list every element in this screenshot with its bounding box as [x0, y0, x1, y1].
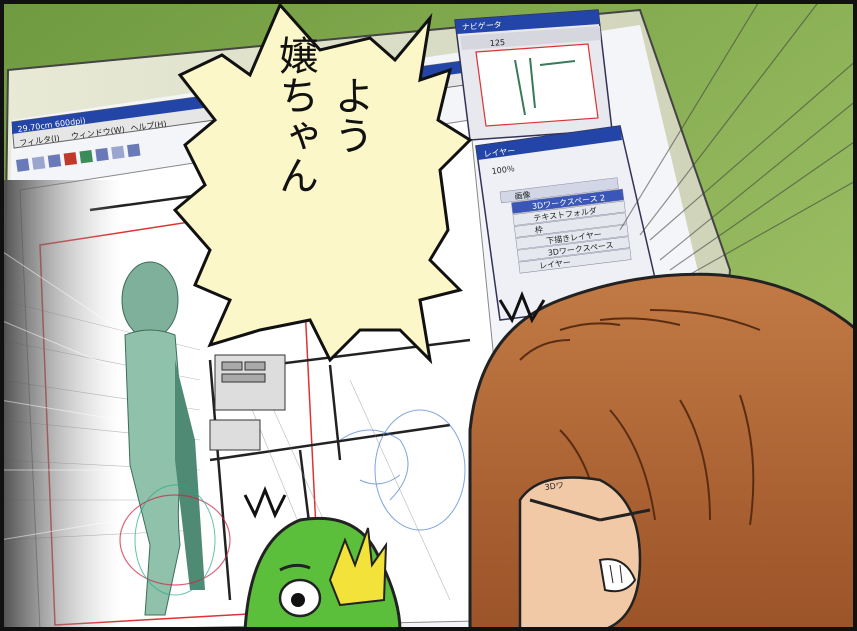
- tool-icon[interactable]: [79, 149, 93, 164]
- speech-text: よう 嬢ちゃん: [272, 35, 373, 195]
- layers-panel: レイヤー 100％ 画像 3Dワークスペース 2 テキストフォルダ 枠 下描きレ…: [475, 125, 661, 321]
- layer-name: 画像: [514, 189, 531, 201]
- speech-line-2: 嬢ちゃん: [272, 35, 318, 195]
- layers-title: レイヤー: [483, 146, 516, 159]
- furniture-sketch: [209, 354, 286, 451]
- 3d-figure: [119, 261, 231, 616]
- navigator-title: ナビゲータ: [461, 19, 502, 32]
- speech-line-1: よう: [327, 75, 373, 155]
- layer-name: 枠: [534, 224, 543, 235]
- tool-icon[interactable]: [127, 143, 141, 158]
- crown-icon: [328, 527, 388, 607]
- layer-row[interactable]: [512, 200, 626, 226]
- speech-bubble: [172, 2, 473, 365]
- speed-lines-left: [0, 249, 121, 541]
- layers-opacity[interactable]: 100％: [491, 164, 515, 176]
- tool-icon[interactable]: [95, 147, 109, 162]
- left-shadow: [0, 180, 120, 631]
- navigator-preview[interactable]: [475, 43, 599, 127]
- layer-row[interactable]: [516, 236, 631, 262]
- tool-icon[interactable]: [16, 158, 30, 172]
- tool-icon[interactable]: [111, 145, 125, 160]
- navigator-zoom[interactable]: 125: [490, 38, 506, 48]
- tool-icon[interactable]: [47, 154, 62, 168]
- tool-icon[interactable]: [31, 156, 46, 170]
- layer-row[interactable]: [499, 177, 619, 204]
- tool-icon[interactable]: [63, 152, 78, 166]
- layer-row[interactable]: [514, 212, 628, 238]
- navigator-panel: ナビゲータ 125: [454, 9, 613, 141]
- layer-row[interactable]: [518, 248, 632, 274]
- frog-character: [243, 516, 402, 631]
- layer-row[interactable]: [515, 224, 629, 250]
- character-head: [468, 272, 857, 631]
- surprise-marks: [243, 290, 546, 519]
- blue-sketch: [339, 409, 466, 531]
- layer-row-selected[interactable]: [511, 188, 625, 214]
- speed-lines-right: [619, 0, 857, 281]
- layer-name: レイヤー: [539, 258, 572, 271]
- side-label: 3Dワ: [544, 481, 564, 492]
- toolbar: [16, 143, 141, 172]
